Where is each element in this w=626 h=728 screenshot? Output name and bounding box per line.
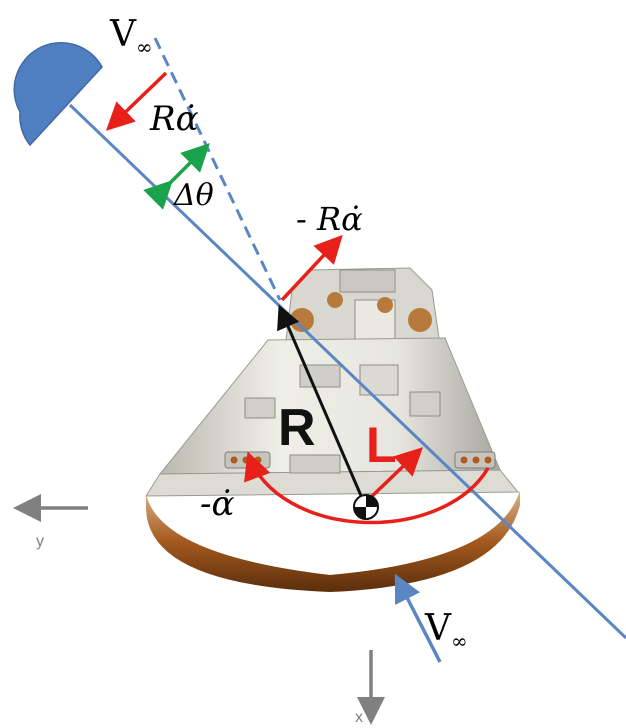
r-vector-arrow <box>277 304 367 506</box>
capsule-illustration <box>145 267 520 592</box>
v-inf-semicircle <box>13 41 103 147</box>
label-l: L <box>366 417 397 473</box>
label-neg-alpha-dot: -α̇ <box>200 484 234 524</box>
center-of-gravity-icon <box>353 494 379 520</box>
label-r: R <box>278 399 316 457</box>
lift-arrow <box>366 447 424 502</box>
v-inf-bottom-arrow <box>394 573 442 663</box>
delta-theta-arrow <box>143 143 210 210</box>
label-y-axis: y <box>36 533 44 550</box>
label-v-inf-top: V∞ <box>109 14 153 59</box>
label-delta-theta: Δθ <box>173 178 214 213</box>
label-v-inf-bottom: V∞ <box>424 608 468 653</box>
dashed-line <box>153 37 282 301</box>
reference-line <box>68 103 626 640</box>
r-alpha-dot-arrow <box>105 71 168 131</box>
neg-alpha-dot-arc <box>244 451 490 525</box>
label-r-alpha-dot: Rα̇ <box>149 99 199 139</box>
label-neg-r-alpha-dot: - Rα̇ <box>296 200 363 238</box>
neg-r-alpha-dot-arrow <box>280 234 343 302</box>
label-x-axis: x <box>355 709 363 726</box>
